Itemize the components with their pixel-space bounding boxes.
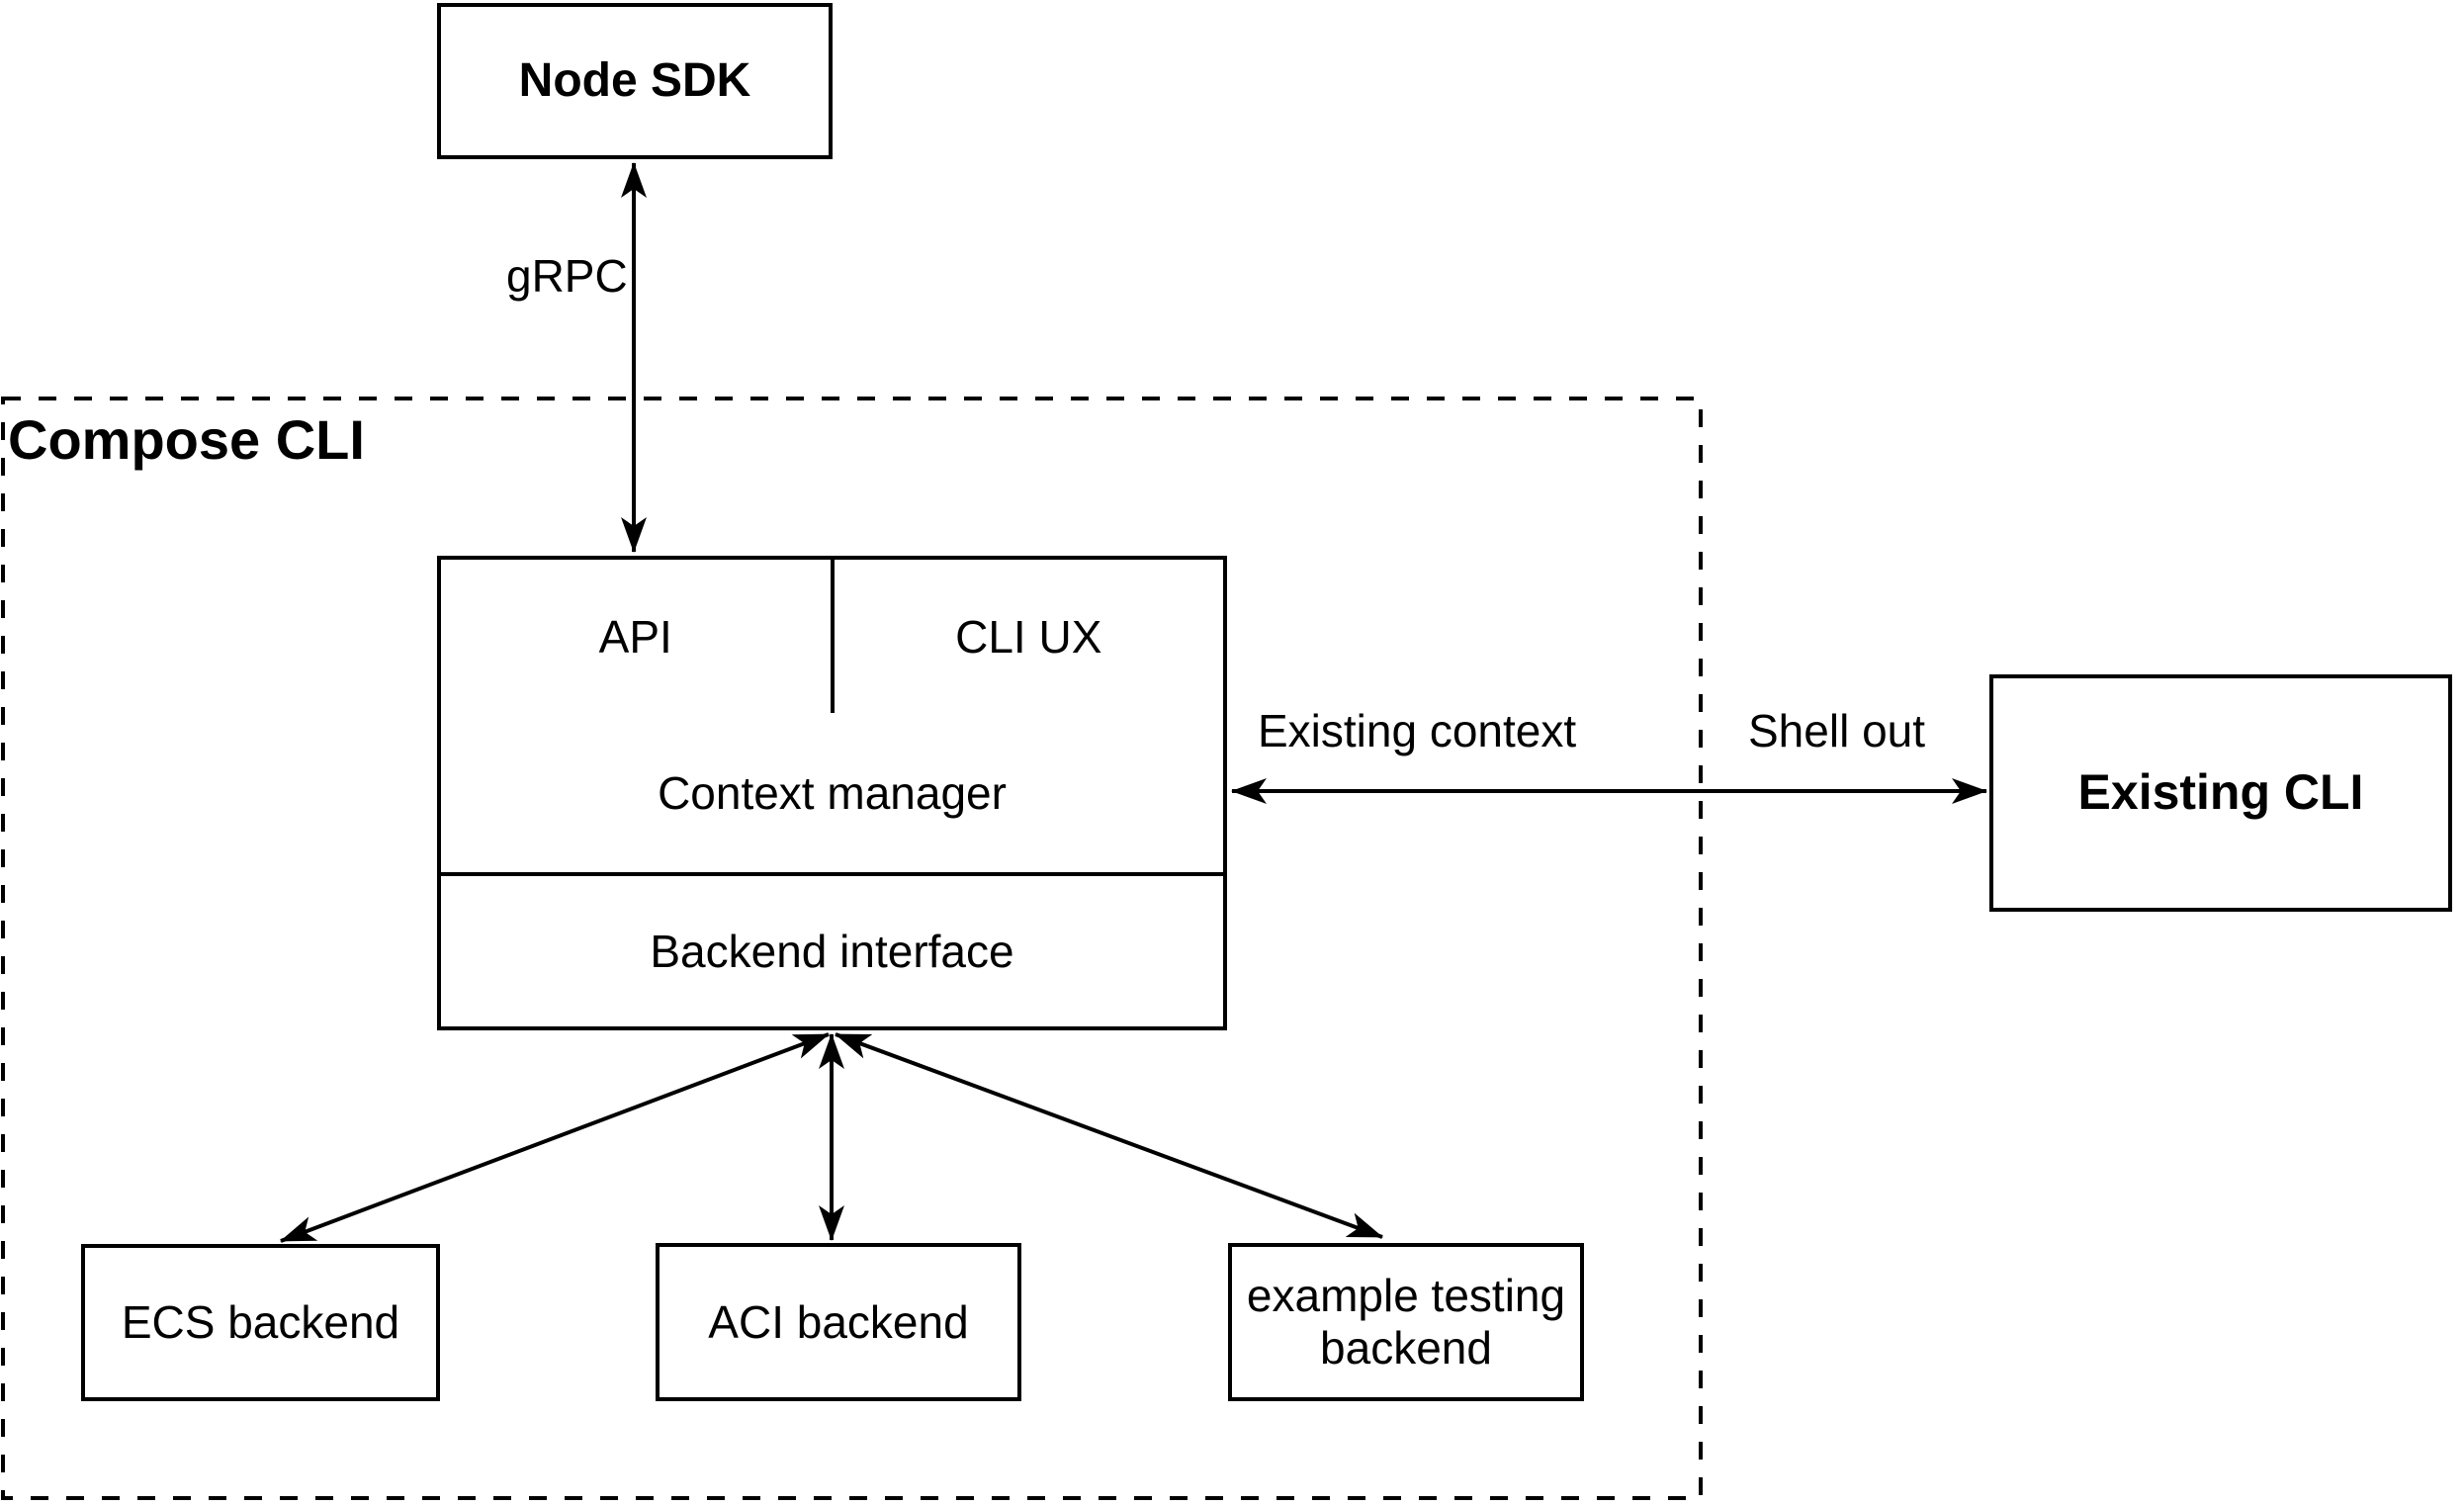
existing-cli-box: Existing CLI	[1989, 674, 2452, 912]
context-manager-cell: Context manager	[658, 766, 1007, 819]
api-cell: API	[598, 610, 672, 663]
shell-out-label: Shell out	[1748, 705, 1926, 756]
node-sdk-box: Node SDK	[437, 3, 833, 159]
grpc-label: gRPC	[506, 250, 628, 302]
example-testing-backend-box: example testing backend	[1228, 1243, 1584, 1401]
ecs-backend-arrow	[280, 1032, 830, 1243]
compose-cli-dashed-border	[1, 397, 1703, 1500]
compose-cli-label: Compose CLI	[8, 408, 365, 471]
example-backend-arrow	[835, 1032, 1383, 1239]
compose-cli-core-box: API CLI UX Context manager Backend inter…	[437, 556, 1227, 1030]
backend-interface-cell: Backend interface	[441, 872, 1223, 1026]
top-row: API CLI UX	[441, 560, 1223, 713]
aci-backend-box: ACI backend	[656, 1243, 1021, 1401]
existing-context-label: Existing context	[1258, 705, 1577, 756]
ecs-backend-box: ECS backend	[81, 1244, 440, 1401]
cli-ux-cell: CLI UX	[830, 560, 1224, 713]
